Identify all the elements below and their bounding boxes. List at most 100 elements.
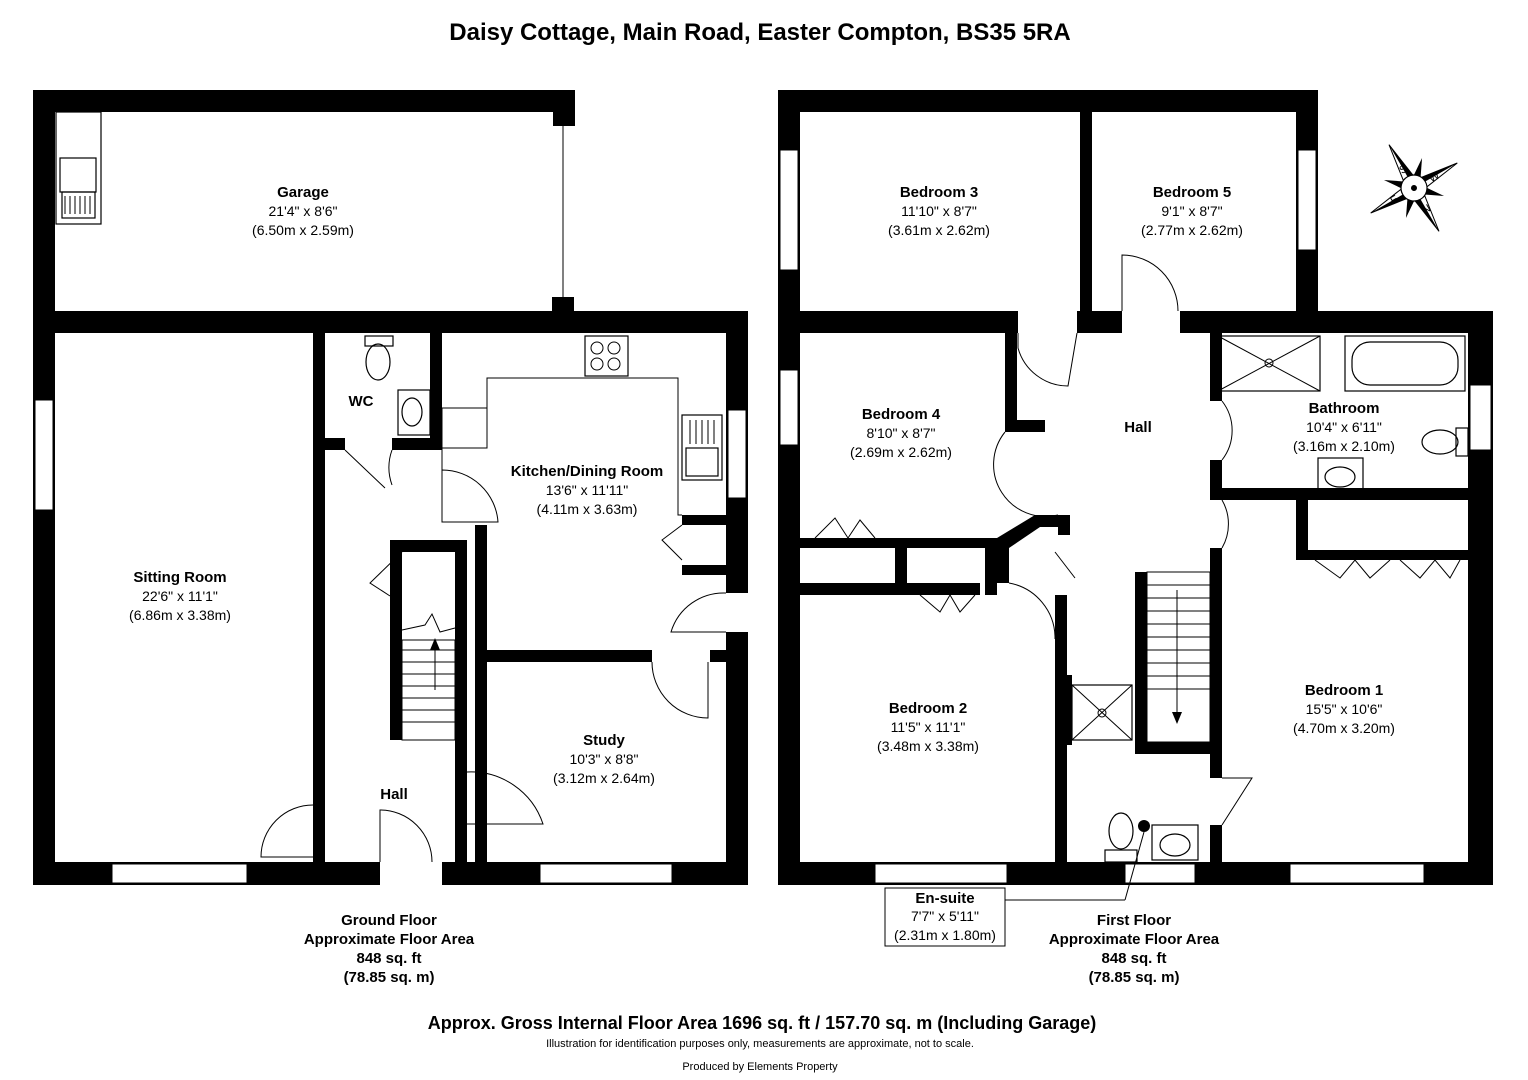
- floor-area-sqm: (78.85 sq. m): [344, 969, 435, 986]
- wall: [1067, 675, 1072, 745]
- room-dim-metric: (6.50m x 2.59m): [252, 222, 354, 238]
- room-dim-imperial: 10'4" x 6'11": [1306, 419, 1382, 435]
- ensuite-marker: [1138, 820, 1150, 832]
- wall: [1180, 311, 1493, 333]
- wall: [895, 538, 995, 548]
- room-label-study: Study 10'3" x 8'8" (3.12m x 2.64m): [553, 732, 655, 786]
- wardrobe-doors: [814, 517, 876, 539]
- compass-rose: S N E W: [1370, 144, 1458, 232]
- room-name: WC: [349, 393, 374, 410]
- room-label-ground-hall: Hall: [380, 786, 408, 803]
- first-floor-stairs: [1146, 571, 1211, 743]
- room-label-sitting-room: Sitting Room 22'6" x 11'1" (6.86m x 3.38…: [129, 569, 231, 623]
- room-dim-imperial: 21'4" x 8'6": [269, 203, 338, 219]
- room-dim-imperial: 8'10" x 8'7": [867, 425, 936, 441]
- wall: [1210, 488, 1468, 500]
- room-label-ensuite: En-suite 7'7" x 5'11" (2.31m x 1.80m): [894, 890, 996, 943]
- wardrobe-doors: [1314, 559, 1391, 579]
- wardrobe-doors: [1399, 559, 1461, 579]
- room-dim-metric: (6.86m x 3.38m): [129, 607, 231, 623]
- room-dim-metric: (3.12m x 2.64m): [553, 770, 655, 786]
- room-dim-imperial: 11'5" x 11'1": [891, 719, 966, 735]
- room-name: Bedroom 5: [1153, 184, 1231, 201]
- room-dim-metric: (2.77m x 2.62m): [1141, 222, 1243, 238]
- room-dim-metric: (3.16m x 2.10m): [1293, 438, 1395, 454]
- ensuite-toilet: [1104, 812, 1138, 863]
- bathroom-toilet: [1421, 427, 1469, 457]
- room-name: Bedroom 4: [862, 406, 941, 423]
- floor-area-sqm: (78.85 sq. m): [1089, 969, 1180, 986]
- ensuite-shower: [1071, 684, 1133, 741]
- wall: [1005, 333, 1017, 428]
- window: [874, 863, 1008, 884]
- study-inner-door: [651, 661, 709, 719]
- floor-area-sqft: 848 sq. ft: [356, 950, 421, 967]
- room-label-bedroom-4: Bedroom 4 8'10" x 8'7" (2.69m x 2.62m): [850, 406, 952, 460]
- room-dim-imperial: 11'10" x 8'7": [901, 203, 977, 219]
- wall: [1210, 548, 1222, 778]
- bedroom-1-door: [1221, 499, 1229, 549]
- ensuite-callout-box: [884, 887, 1006, 947]
- ensuite-basin: [1151, 824, 1199, 861]
- wall: [997, 515, 1062, 583]
- room-dim-metric: (4.11m x 3.63m): [537, 501, 638, 517]
- room-name: Bedroom 3: [900, 184, 978, 201]
- window: [779, 369, 799, 446]
- kitchen-unit: [441, 408, 488, 470]
- room-dim-metric: (2.69m x 2.62m): [850, 444, 952, 460]
- wall: [778, 90, 1318, 112]
- wall: [313, 333, 325, 863]
- wall: [33, 311, 748, 333]
- shower-tray: [1217, 335, 1321, 392]
- room-label-bedroom-1: Bedroom 1 15'5" x 10'6" (4.70m x 3.20m): [1293, 682, 1395, 736]
- wall: [682, 515, 726, 525]
- wall: [726, 632, 748, 885]
- wall: [682, 565, 726, 575]
- floor-area-label: Approximate Floor Area: [1049, 931, 1220, 948]
- kitchen-back-door: [670, 592, 727, 633]
- room-dim-metric: (3.61m x 2.62m): [888, 222, 990, 238]
- window: [111, 863, 248, 884]
- room-dim-imperial: 9'1" x 8'7": [1161, 203, 1222, 219]
- wall: [1005, 420, 1045, 432]
- kitchen-worktop: [442, 377, 682, 516]
- wall: [800, 538, 895, 548]
- wall: [487, 650, 652, 662]
- ground-stairs: [401, 612, 456, 741]
- wall: [392, 438, 442, 450]
- ensuite-callout-line: [1124, 831, 1145, 901]
- floor-name: First Floor: [1097, 912, 1171, 929]
- wall: [390, 540, 465, 552]
- wall: [800, 311, 1018, 333]
- ensuite-door: [1221, 777, 1253, 826]
- first-floor-plan: [778, 90, 1493, 947]
- study-door: [466, 771, 544, 825]
- room-label-bedroom-3: Bedroom 3 11'10" x 8'7" (3.61m x 2.62m): [888, 184, 990, 238]
- sitting-room-door: [260, 804, 314, 858]
- bedroom-4-door: [993, 431, 1059, 517]
- wall: [1080, 112, 1092, 332]
- room-label-bedroom-2: Bedroom 2 11'5" x 11'1" (3.48m x 3.38m): [877, 700, 979, 754]
- bedroom-5-door: [1121, 254, 1179, 312]
- room-dim-metric: (3.48m x 3.38m): [877, 738, 979, 754]
- bedroom-3-door: [1017, 332, 1078, 387]
- room-label-wc: WC: [349, 393, 374, 410]
- bedroom-2-door: [1008, 582, 1056, 640]
- room-label-bathroom: Bathroom 10'4" x 6'11" (3.16m x 2.10m): [1293, 400, 1395, 454]
- ground-floor-plan: [33, 90, 748, 885]
- floor-name: Ground Floor: [341, 912, 437, 929]
- wall: [1210, 333, 1222, 401]
- plan-title: Daisy Cottage, Main Road, Easter Compton…: [449, 19, 1070, 46]
- ground-floor-area-caption: Ground Floor Approximate Floor Area 848 …: [304, 912, 475, 986]
- room-label-garage: Garage 21'4" x 8'6" (6.50m x 2.59m): [252, 184, 354, 238]
- wall: [1077, 311, 1122, 333]
- window: [34, 399, 54, 511]
- producer-credit: Produced by Elements Property: [682, 1061, 838, 1073]
- room-dim-imperial: 7'7" x 5'11": [911, 908, 979, 924]
- cupboard-door: [661, 524, 683, 561]
- kitchen-door: [441, 469, 499, 523]
- wall: [1135, 572, 1147, 742]
- front-door-opening: [380, 862, 442, 885]
- floor-area-sqft: 848 sq. ft: [1101, 950, 1166, 967]
- room-name: Hall: [1124, 419, 1152, 436]
